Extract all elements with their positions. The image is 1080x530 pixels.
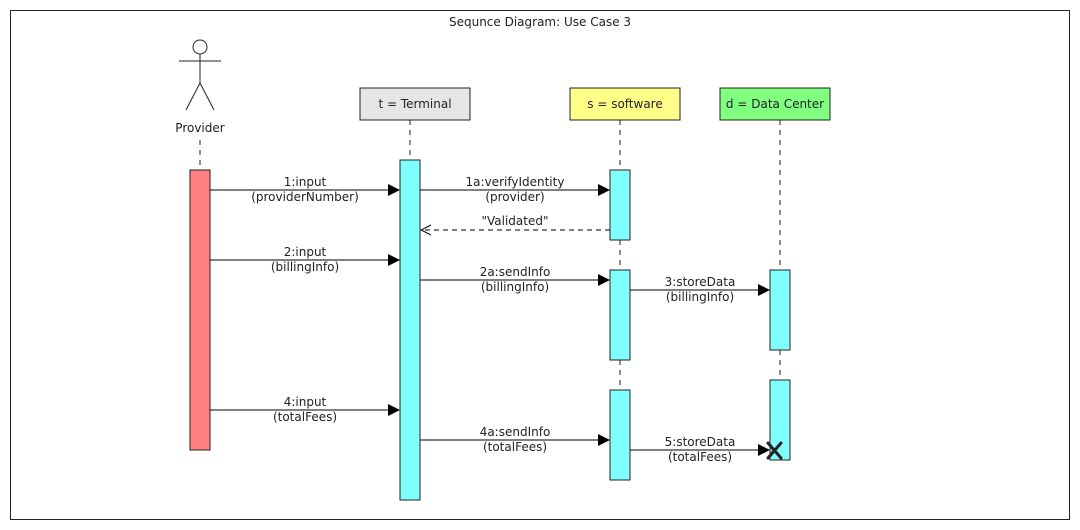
activation-software-1 xyxy=(609,169,631,241)
message-4: 4:input (totalFees) xyxy=(210,395,400,424)
lifeline-label-datacenter: d = Data Center xyxy=(726,97,824,111)
message-reply-validated: "Validated" xyxy=(421,214,610,230)
message-1-label: 1:input xyxy=(284,175,327,189)
activation-datacenter-1 xyxy=(769,269,791,351)
message-4a: 4a:sendInfo (totalFees) xyxy=(420,425,610,454)
message-1-args: (providerNumber) xyxy=(251,190,359,204)
message-5-args: (totalFees) xyxy=(668,450,732,464)
message-2a-args: (billingInfo) xyxy=(481,280,549,294)
message-2: 2:input (billingInfo) xyxy=(210,245,400,274)
actor-leg-right xyxy=(199,82,215,111)
lifeline-label-software: s = software xyxy=(587,97,662,111)
actor-leg-left xyxy=(185,82,201,111)
lifeline-head-datacenter: d = Data Center xyxy=(719,87,831,121)
activation-datacenter-2 xyxy=(769,379,791,461)
actor-label: Provider xyxy=(175,121,224,135)
message-4a-args: (totalFees) xyxy=(483,440,547,454)
message-1a-label: 1a:verifyIdentity xyxy=(466,175,565,189)
diagram-frame xyxy=(10,10,1070,520)
lifeline-label-terminal: t = Terminal xyxy=(378,97,451,111)
message-1a: 1a:verifyIdentity (provider) xyxy=(420,175,610,204)
message-reply-label: "Validated" xyxy=(481,214,548,228)
destroy-icon xyxy=(766,441,783,460)
lifeline-head-terminal: t = Terminal xyxy=(359,87,471,121)
message-1a-args: (provider) xyxy=(485,190,544,204)
activation-software-3 xyxy=(609,389,631,481)
message-1: 1:input (providerNumber) xyxy=(210,175,400,204)
message-5-label: 5:storeData xyxy=(665,435,736,449)
lifeline-head-software: s = software xyxy=(569,87,681,121)
message-3-label: 3:storeData xyxy=(665,275,736,289)
activation-provider xyxy=(189,169,211,451)
message-4a-label: 4a:sendInfo xyxy=(480,425,551,439)
actor-head xyxy=(192,39,208,55)
message-3: 3:storeData (billingInfo) xyxy=(630,275,770,304)
message-2-args: (billingInfo) xyxy=(271,260,339,274)
message-3-args: (billingInfo) xyxy=(666,290,734,304)
message-2a: 2a:sendInfo (billingInfo) xyxy=(420,265,610,294)
actor-provider: Provider xyxy=(175,39,225,135)
message-4-args: (totalFees) xyxy=(273,410,337,424)
message-2a-label: 2a:sendInfo xyxy=(480,265,551,279)
message-4-label: 4:input xyxy=(284,395,327,409)
message-5: 5:storeData (totalFees) xyxy=(630,435,770,464)
activation-software-2 xyxy=(609,269,631,361)
message-2-label: 2:input xyxy=(284,245,327,259)
activation-terminal xyxy=(399,159,421,501)
diagram-title: Sequnce Diagram: Use Case 3 xyxy=(448,15,632,29)
